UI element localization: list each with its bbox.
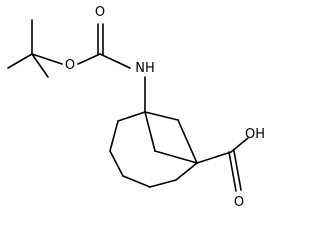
atom-label-ester-oxygen: O — [65, 58, 75, 73]
bond-acid-carbonyl-double-a — [228, 151, 237, 192]
ring-bond-c3-c4 — [109, 150, 124, 177]
bridge-bond-top-b — [177, 119, 198, 164]
bond-tbu-to-ester-oxygen — [31, 53, 63, 65]
ring-bond-c4-c5 — [122, 175, 151, 188]
ring-bond-c2-c3 — [109, 120, 119, 152]
bond-acid-carbon-to-hydroxyl — [230, 137, 249, 153]
ring-bond-c5-c6 — [149, 179, 177, 188]
bicyclo-ring-system — [109, 111, 198, 188]
bond-acid-carbonyl-double-b — [233, 150, 242, 191]
bond-ester-oxygen-to-carbonyl-carbon — [77, 53, 101, 65]
carboxylic-acid-group — [196, 137, 249, 192]
ring-bond-c6-bridgehead-2 — [175, 162, 198, 181]
bridge-bond-inner-b — [154, 150, 198, 164]
atom-label-amine-nh: NH — [135, 61, 155, 76]
atom-label-hydroxyl-oh: OH — [245, 127, 265, 142]
bond-carbonyl-carbon-to-nitrogen — [99, 53, 131, 69]
atom-label-boc-carbonyl-oxygen: O — [95, 5, 105, 20]
atom-label-acid-carbonyl-oxygen: O — [234, 195, 244, 210]
tert-butyl-group — [7, 19, 63, 78]
bond-bridgehead-to-acid-carbon — [196, 151, 232, 164]
bond-tbu-methyl-left — [7, 53, 33, 69]
bridge-bond-inner-a — [144, 111, 156, 152]
molecule-structure-diagram: O O NH OH O — [7, 5, 265, 210]
ring-bond-c1-c2 — [117, 111, 146, 122]
boc-carbamate-group — [77, 23, 131, 69]
bond-tbu-methyl-right — [31, 53, 49, 78]
bridge-bond-top-a — [144, 111, 179, 121]
